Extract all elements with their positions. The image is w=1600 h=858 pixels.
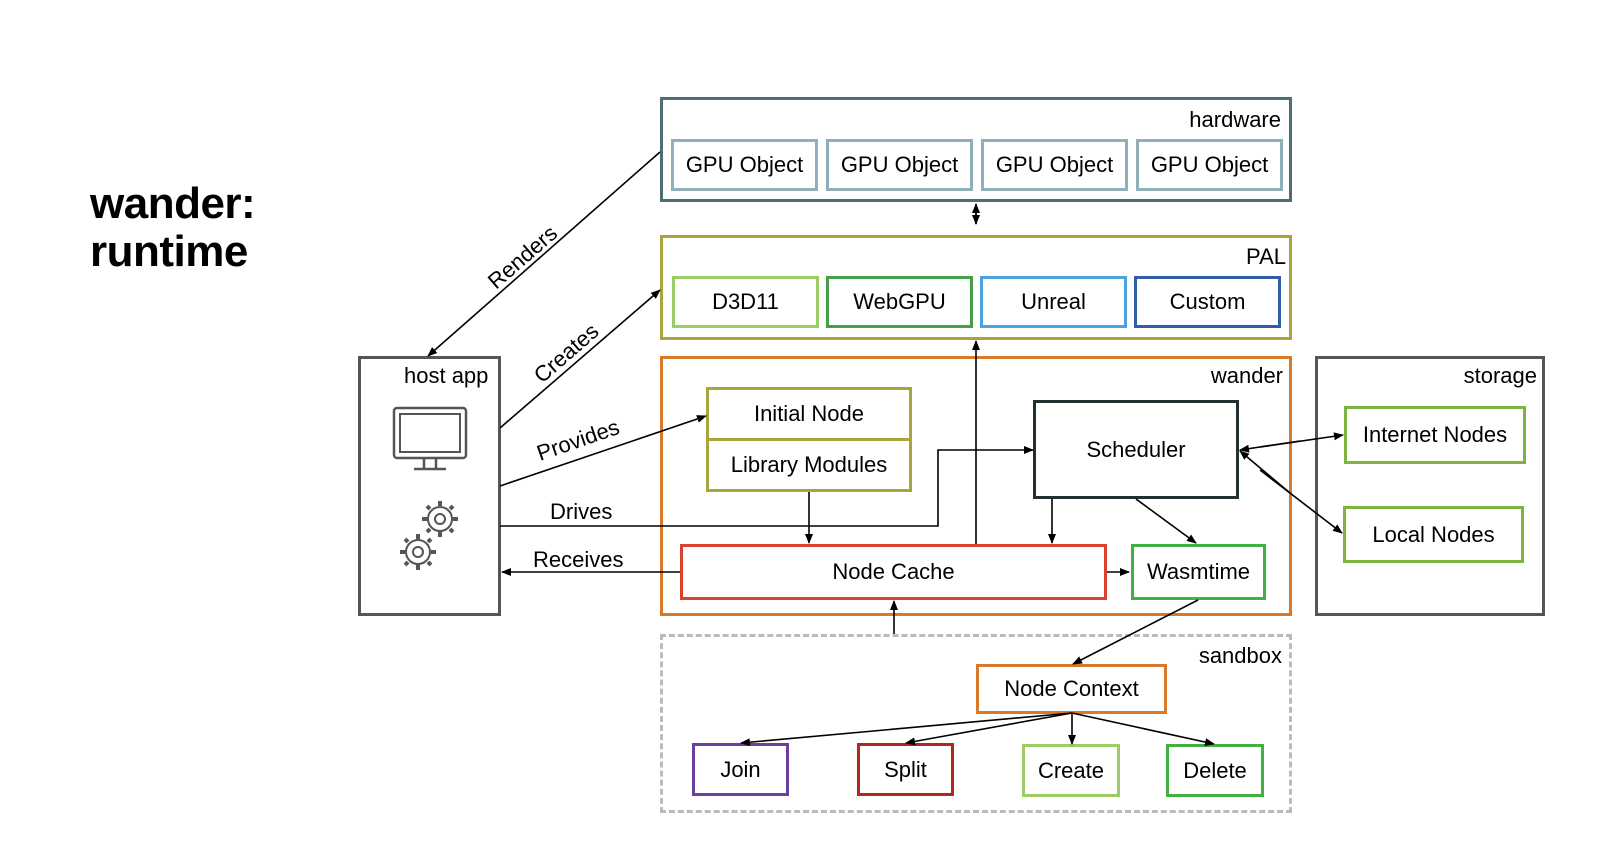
- edge-context-join: [740, 712, 1073, 747]
- sandbox-group: [660, 634, 1292, 813]
- edge-wasmtime-context: [1072, 599, 1199, 665]
- node-cache: Node Cache: [680, 544, 1107, 600]
- edge-context-delete: [1071, 712, 1215, 746]
- edge-local-scheduler: [1239, 450, 1291, 494]
- sandbox-group-label: sandbox: [1198, 643, 1282, 668]
- split-node: Split: [857, 743, 954, 796]
- storage-group-label: storage: [1463, 363, 1537, 388]
- gpu-object-2: GPU Object: [826, 139, 973, 191]
- pal-node-d3d11: D3D11: [672, 276, 819, 328]
- hardware-group-label: hardware: [1189, 107, 1281, 132]
- diagram-title: wander: runtime: [90, 179, 256, 276]
- label-provides: Provides: [533, 414, 622, 466]
- wander-group-label: wander: [1210, 363, 1283, 388]
- pal-node-custom: Custom: [1134, 276, 1281, 328]
- wasmtime: Wasmtime: [1131, 544, 1266, 600]
- gears-icon: [400, 501, 458, 570]
- edge-context-split: [905, 712, 1073, 746]
- join-node: Join: [692, 743, 789, 796]
- label-receives: Receives: [533, 547, 623, 572]
- label-renders: Renders: [483, 220, 562, 293]
- edge-provides: [499, 415, 707, 487]
- edge-scheduler-local: [1259, 469, 1343, 534]
- title-line-1: wander:: [90, 179, 256, 228]
- storage-group: [1315, 356, 1545, 616]
- edge-scheduler-wasmtime: [1135, 498, 1197, 544]
- delete-node: Delete: [1166, 744, 1264, 797]
- create-node: Create: [1022, 744, 1120, 797]
- host-app-group: [358, 356, 501, 616]
- pal-group: [660, 235, 1292, 340]
- internet-nodes: Internet Nodes: [1344, 406, 1526, 464]
- edge-drives: [500, 446, 1034, 527]
- label-drives: Drives: [550, 499, 612, 524]
- title-line-2: runtime: [90, 227, 248, 276]
- edge-renders: [427, 151, 661, 357]
- gpu-object-1: GPU Object: [671, 139, 818, 191]
- host-app-group-label: host app: [404, 363, 489, 388]
- edge-internet-scheduler: [1239, 440, 1301, 453]
- pal-node-webgpu: WebGPU: [826, 276, 973, 328]
- pal-group-label: PAL: [1246, 244, 1286, 269]
- label-creates: Creates: [529, 318, 604, 387]
- hardware-group: [660, 97, 1292, 202]
- library-modules: Library Modules: [706, 438, 912, 492]
- local-nodes: Local Nodes: [1343, 506, 1524, 563]
- edge-creates: [499, 289, 661, 429]
- scheduler: Scheduler: [1033, 400, 1239, 499]
- gpu-object-4: GPU Object: [1136, 139, 1283, 191]
- gpu-object-3: GPU Object: [981, 139, 1128, 191]
- pal-node-unreal: Unreal: [980, 276, 1127, 328]
- monitor-icon: [392, 406, 468, 471]
